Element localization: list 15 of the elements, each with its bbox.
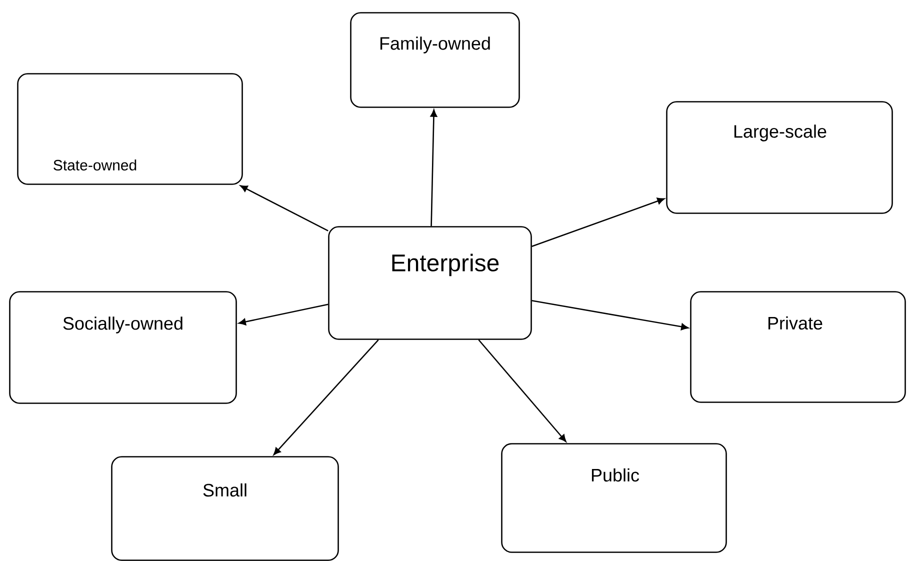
arrow	[430, 110, 438, 226]
box: Family-owned	[350, 12, 520, 108]
arrow	[532, 198, 665, 248]
arrow	[273, 339, 379, 456]
arrow	[532, 300, 688, 330]
box: Large-scale	[666, 101, 893, 214]
box: Socially-owned	[9, 291, 237, 404]
box: State-owned	[17, 73, 243, 185]
box: Private	[690, 291, 906, 403]
arrow	[238, 304, 328, 326]
arrow	[240, 185, 328, 232]
arrow	[478, 339, 566, 442]
box: Small	[111, 456, 339, 561]
box: Public	[501, 443, 727, 553]
box: Enterprise	[328, 226, 532, 340]
